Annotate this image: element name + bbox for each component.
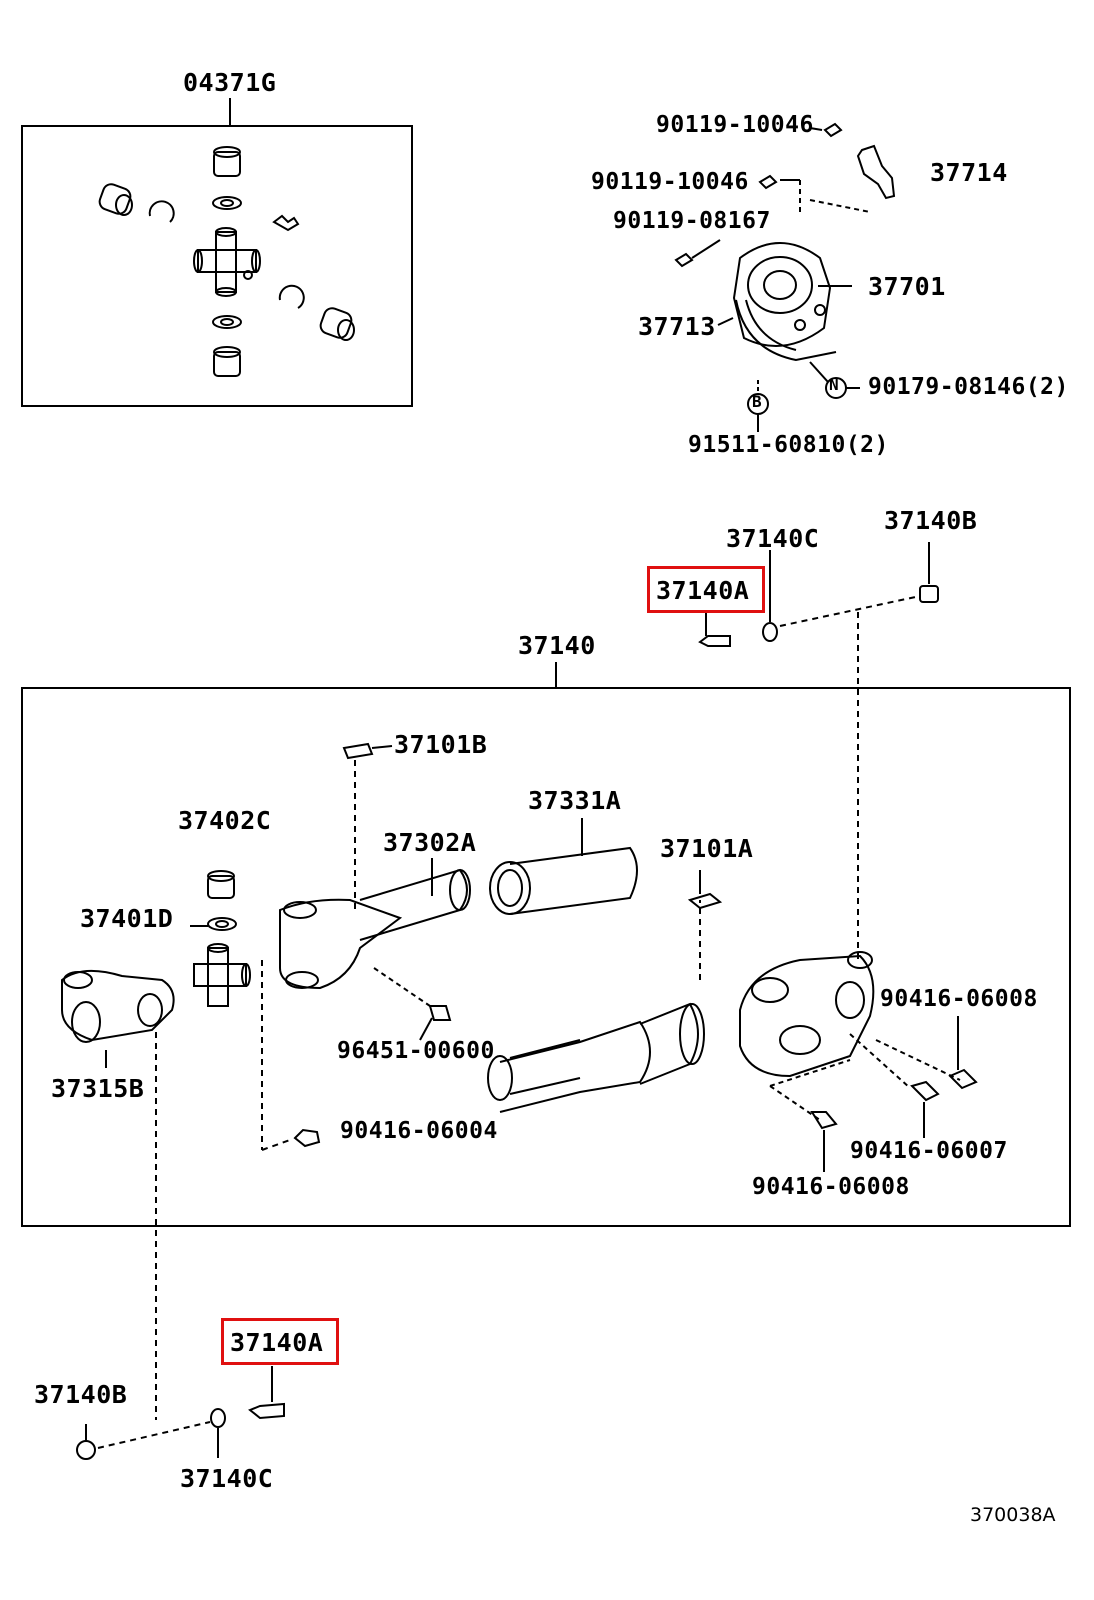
label-90119-08167: 90119-08167 [613,208,771,234]
label-90416-06008-bottom: 90416-06008 [752,1174,910,1200]
highlight-box-top [647,566,765,613]
center-bearing-assembly [674,122,896,432]
top-hardware [698,542,939,960]
label-37714: 37714 [930,158,1008,187]
label-37140B-bottom: 37140B [34,1380,128,1409]
assembly-box [21,687,1071,1227]
label-37101B: 37101B [394,730,488,759]
label-37140C-bottom: 37140C [180,1464,274,1493]
label-37315B: 37315B [51,1074,145,1103]
label-37302A: 37302A [383,828,477,857]
marker-n: N [829,375,840,394]
label-37140C-top: 37140C [726,524,820,553]
label-91511-60810: 91511-60810(2) [688,432,889,458]
bottom-hardware [76,1366,285,1460]
label-37402C: 37402C [178,806,272,835]
label-37701: 37701 [868,272,946,301]
label-37140: 37140 [518,631,596,660]
label-90119-10046-b: 90119-10046 [591,169,749,195]
label-37140A-bottom: 37140A [230,1328,324,1357]
label-90416-06007: 90416-06007 [850,1138,1008,1164]
label-90179-08146: 90179-08146(2) [868,374,1069,400]
kit-box [21,125,413,407]
label-04371G: 04371G [183,68,277,97]
label-37331A: 37331A [528,786,622,815]
catalog-number: 370038A [970,1504,1056,1526]
marker-b: B [752,392,763,411]
kit-parts [98,146,355,377]
label-96451-00600: 96451-00600 [337,1038,495,1064]
label-37140A-top: 37140A [656,576,750,605]
label-37713: 37713 [638,312,716,341]
label-37101A: 37101A [660,834,754,863]
propeller-shaft-parts [61,742,978,1420]
label-90416-06008-right: 90416-06008 [880,986,1038,1012]
label-37401D: 37401D [80,904,174,933]
highlight-box-bottom [221,1318,339,1365]
label-90416-06004: 90416-06004 [340,1118,498,1144]
label-90119-10046-a: 90119-10046 [656,112,814,138]
label-37140B-top: 37140B [884,506,978,535]
